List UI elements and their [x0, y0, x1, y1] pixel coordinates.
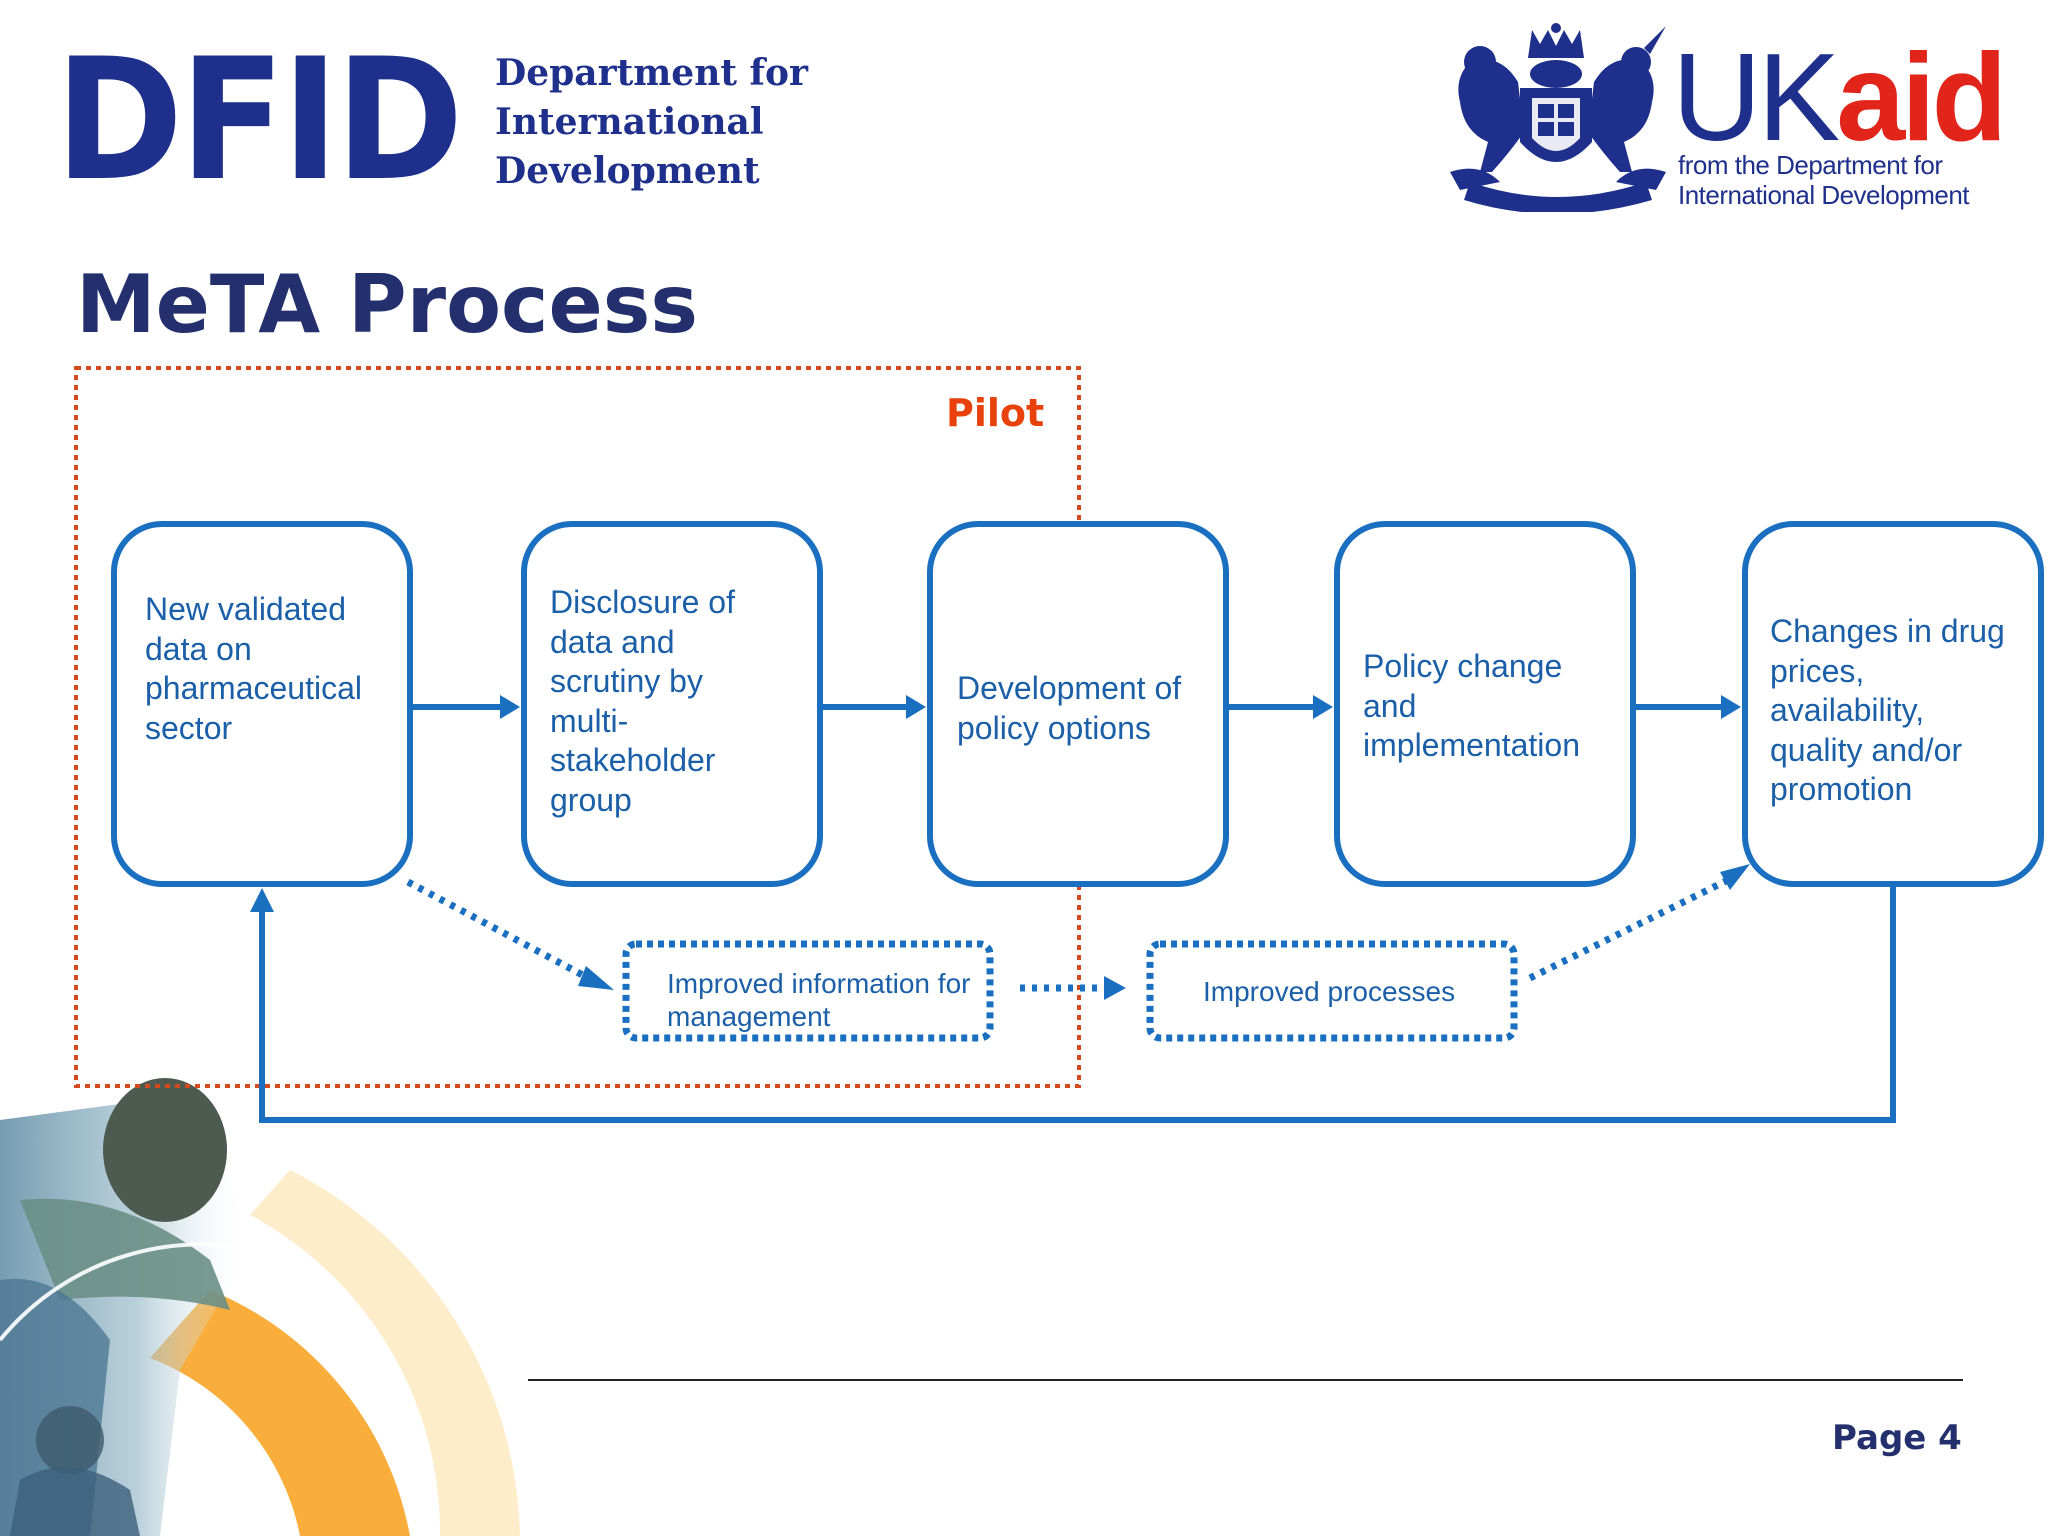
- box-text-line: multi-: [550, 702, 629, 739]
- dotted-arrow-outcome1-to-outcome2: [1020, 976, 1126, 1000]
- box-text-line: promotion: [1770, 771, 1913, 807]
- box-text-line: Changes in drug: [1770, 613, 2005, 649]
- flow-arrow-3-4: [1229, 695, 1333, 719]
- process-box-3-text: Development of policy options: [957, 669, 1181, 748]
- feedback-loop-arrowhead: [250, 888, 274, 912]
- box-text-line: pharmaceutical: [145, 670, 362, 706]
- process-box-2-text: Disclosure of data and scrutiny by multi…: [550, 583, 735, 820]
- flow-arrow-4-5: [1636, 695, 1741, 719]
- ukaid-tagline-line: from the Department for: [1678, 150, 1943, 180]
- process-box-4-text: Policy change and implementation: [1363, 647, 1580, 766]
- person-head-shape: [103, 1078, 227, 1222]
- dfid-wordmark: DFID: [55, 22, 464, 218]
- box-text-line: data and: [550, 623, 675, 660]
- outcome-text-line: Improved information for: [667, 968, 971, 999]
- dfid-subtitle-line: Development: [495, 150, 760, 192]
- ukaid-tagline: from the Department for International De…: [1678, 150, 1970, 210]
- page-number: Page 4: [1832, 1418, 1962, 1458]
- dfid-subtitle-line: International: [495, 101, 764, 143]
- ukaid-wordmark: UKaid: [1672, 36, 2007, 160]
- process-box-1: [111, 521, 413, 887]
- feedback-loop-line: [259, 884, 1896, 1123]
- page-title: MeTA Process: [76, 258, 698, 351]
- dfid-logo: DFID Department for International Develo…: [55, 22, 808, 218]
- dfid-subtitle: Department for International Development: [495, 49, 809, 196]
- box-text-line: quality and/or: [1770, 731, 1963, 768]
- process-box-3: [927, 521, 1229, 887]
- dotted-arrow-box1-to-outcome1: [406, 878, 614, 990]
- dotted-arrow-outcome2-to-box5: [1528, 864, 1750, 982]
- process-box-5-text: Changes in drug prices, availability, qu…: [1770, 612, 2005, 810]
- flow-arrow-2-3: [823, 695, 926, 719]
- box-text-line: scrutiny by: [550, 663, 703, 699]
- decorative-photo-background: [0, 1078, 520, 1536]
- outcome-box-1-text: Improved information for management: [667, 967, 970, 1033]
- box-text-line: availability,: [1770, 692, 1925, 728]
- box-text-line: data on: [145, 630, 252, 667]
- box-text-line: and: [1363, 687, 1417, 724]
- outcome-text-line: management: [667, 1001, 831, 1032]
- ukaid-tagline-line: International Development: [1678, 180, 1970, 210]
- box-text-line: sector: [145, 709, 233, 746]
- box-text-line: stakeholder: [550, 742, 716, 778]
- process-box-4: [1334, 521, 1636, 887]
- ukaid-aid: aid: [1836, 29, 2007, 167]
- flow-arrow-1-2: [413, 695, 520, 719]
- outcome-box-2-text: Improved processes: [1203, 975, 1455, 1008]
- box-text-line: Policy change: [1363, 648, 1563, 684]
- ukaid-uk: UK: [1672, 29, 1840, 167]
- box-text-line: prices,: [1770, 652, 1865, 689]
- process-box-2: [521, 521, 823, 887]
- process-box-5: [1742, 521, 2044, 887]
- outcome-text-line: Improved processes: [1203, 976, 1456, 1007]
- box-text-line: Development of: [957, 670, 1182, 706]
- box-text-line: implementation: [1363, 727, 1580, 763]
- outcome-box-2: [1146, 940, 1518, 1042]
- box-text-line: Disclosure of: [550, 584, 735, 620]
- box-text-line: policy options: [957, 709, 1151, 746]
- process-box-1-text: New validated data on pharmaceutical sec…: [145, 590, 362, 748]
- royal-coat-of-arms-icon: [1450, 23, 1666, 212]
- outcome-box-1: [622, 940, 994, 1042]
- box-text-line: group: [550, 781, 632, 818]
- footer-divider: [528, 1379, 1963, 1381]
- box-text-line: New validated: [145, 591, 346, 627]
- ukaid-logo: UKaid from the Department for Internatio…: [1440, 22, 2007, 222]
- dfid-subtitle-line: Department for: [495, 52, 809, 94]
- pilot-label: Pilot: [946, 391, 1045, 435]
